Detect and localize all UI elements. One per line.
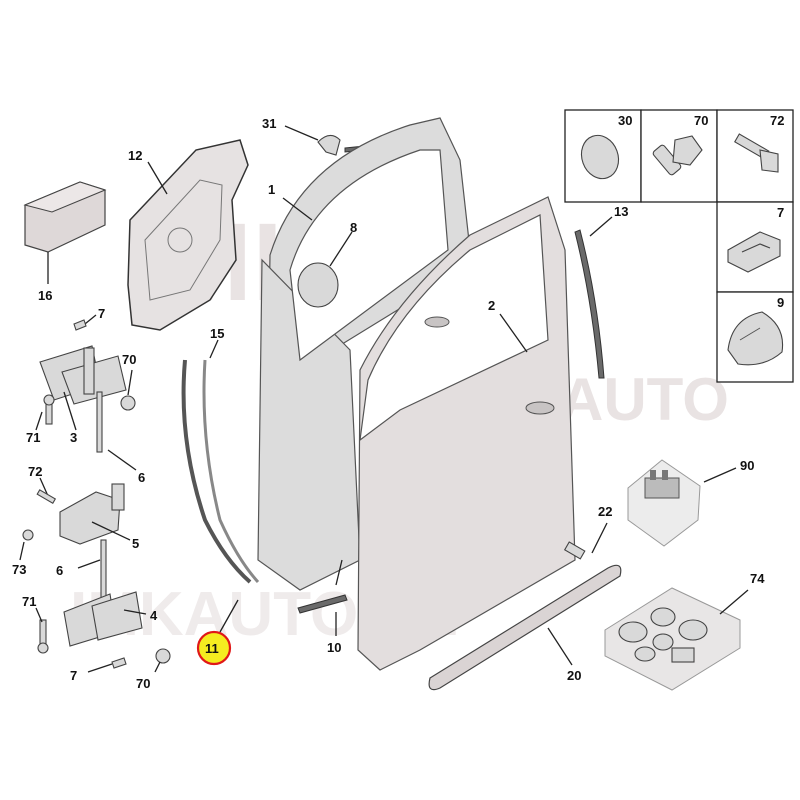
leader-7b xyxy=(87,663,113,673)
leader-71b xyxy=(35,607,43,623)
callout-71a: 71 xyxy=(26,430,40,445)
part-4-hinge[interactable] xyxy=(63,591,143,647)
callout-72-box: 72 xyxy=(770,113,784,128)
part-11-seal[interactable] xyxy=(202,359,260,584)
fastener-box-group: 30 70 72 7 9 xyxy=(564,109,794,383)
clip-7-icon xyxy=(727,231,781,273)
callout-7a: 7 xyxy=(98,306,105,321)
leader-11 xyxy=(219,599,239,633)
callout-9-box: 9 xyxy=(777,295,784,310)
inner-handle xyxy=(424,316,450,328)
leader-10a xyxy=(335,559,343,586)
part-20-molding[interactable] xyxy=(428,564,622,691)
part-72a-bolt[interactable] xyxy=(36,489,57,504)
part-31-plug[interactable] xyxy=(317,134,341,156)
leader-90 xyxy=(703,467,737,483)
callout-13: 13 xyxy=(614,204,628,219)
screw-72-icon xyxy=(734,133,779,173)
callout-71b: 71 xyxy=(22,594,36,609)
callout-2: 2 xyxy=(488,298,495,313)
part-10-strip[interactable] xyxy=(297,594,348,614)
part-70a-nut[interactable] xyxy=(120,395,136,411)
callout-15: 15 xyxy=(210,326,224,341)
leader-12 xyxy=(147,161,168,195)
callout-3: 3 xyxy=(70,430,77,445)
callout-10: 10 xyxy=(327,640,341,655)
part-7b-clip[interactable] xyxy=(111,657,127,669)
callout-6b: 6 xyxy=(56,563,63,578)
leader-15 xyxy=(209,339,219,359)
callout-1: 1 xyxy=(268,182,275,197)
leader-73 xyxy=(19,541,25,561)
part-13-seal[interactable] xyxy=(574,229,605,379)
callout-72a: 72 xyxy=(28,464,42,479)
leader-71a xyxy=(35,411,43,431)
callout-90: 90 xyxy=(740,458,754,473)
part-71a-bolt[interactable] xyxy=(43,394,55,425)
part-8-speaker-cover[interactable] xyxy=(297,262,339,308)
callout-30-box: 30 xyxy=(618,113,632,128)
callout-70b: 70 xyxy=(136,676,150,691)
leader-4 xyxy=(123,609,147,615)
part-71b-bolt[interactable] xyxy=(37,619,49,654)
leader-2 xyxy=(499,313,528,353)
leader-8 xyxy=(329,231,353,267)
leader-22 xyxy=(591,522,608,554)
part-6a-pin[interactable] xyxy=(96,391,103,453)
callout-73: 73 xyxy=(12,562,26,577)
part-70b-nut[interactable] xyxy=(155,648,171,664)
part-22-clip[interactable] xyxy=(563,541,586,560)
part-2-door-shell[interactable] xyxy=(357,196,576,671)
callout-70-box: 70 xyxy=(694,113,708,128)
part-12-trim-panel[interactable] xyxy=(127,139,249,331)
callout-11: 11 xyxy=(205,641,219,656)
part-90-kit[interactable] xyxy=(627,459,701,547)
part-73-nut[interactable] xyxy=(22,529,34,541)
part-16-module[interactable] xyxy=(23,181,107,253)
callout-12: 12 xyxy=(128,148,142,163)
callout-7-box: 7 xyxy=(777,205,784,220)
callout-70a: 70 xyxy=(122,352,136,367)
callout-6a: 6 xyxy=(138,470,145,485)
callout-20: 20 xyxy=(567,668,581,683)
callout-7b: 7 xyxy=(70,668,77,683)
part-5-check-strap[interactable] xyxy=(59,483,125,545)
leader-70a xyxy=(127,369,133,396)
leader-31 xyxy=(284,125,319,141)
part-1-door-shell[interactable] xyxy=(257,117,471,591)
callout-4: 4 xyxy=(150,608,158,623)
leader-6b xyxy=(77,559,101,569)
callout-5: 5 xyxy=(132,536,139,551)
watermark-mid: AUTO xyxy=(560,366,729,433)
leader-20 xyxy=(547,627,573,666)
part-15-seal[interactable] xyxy=(181,359,252,584)
leader-6a xyxy=(107,449,137,471)
callout-31: 31 xyxy=(262,116,276,131)
part-74-kit[interactable] xyxy=(604,587,741,691)
plug-30-icon xyxy=(580,134,620,180)
part-7a-clip[interactable] xyxy=(73,319,87,331)
leader-70b xyxy=(154,661,161,673)
leader-74 xyxy=(719,589,749,615)
callout-8: 8 xyxy=(350,220,357,235)
leader-13 xyxy=(589,216,613,237)
callout-11-highlight[interactable] xyxy=(196,630,232,666)
leader-1 xyxy=(282,197,313,221)
callout-16: 16 xyxy=(38,288,52,303)
callout-22: 22 xyxy=(598,504,612,519)
flange-bolt-70-icon xyxy=(652,135,703,176)
leader-5 xyxy=(91,521,131,541)
callout-74: 74 xyxy=(750,571,765,586)
leader-72a xyxy=(39,477,49,497)
door-handle xyxy=(525,401,555,415)
cap-9-icon xyxy=(727,311,784,366)
part-3-hinge[interactable] xyxy=(39,345,127,405)
leader-3 xyxy=(63,391,77,431)
